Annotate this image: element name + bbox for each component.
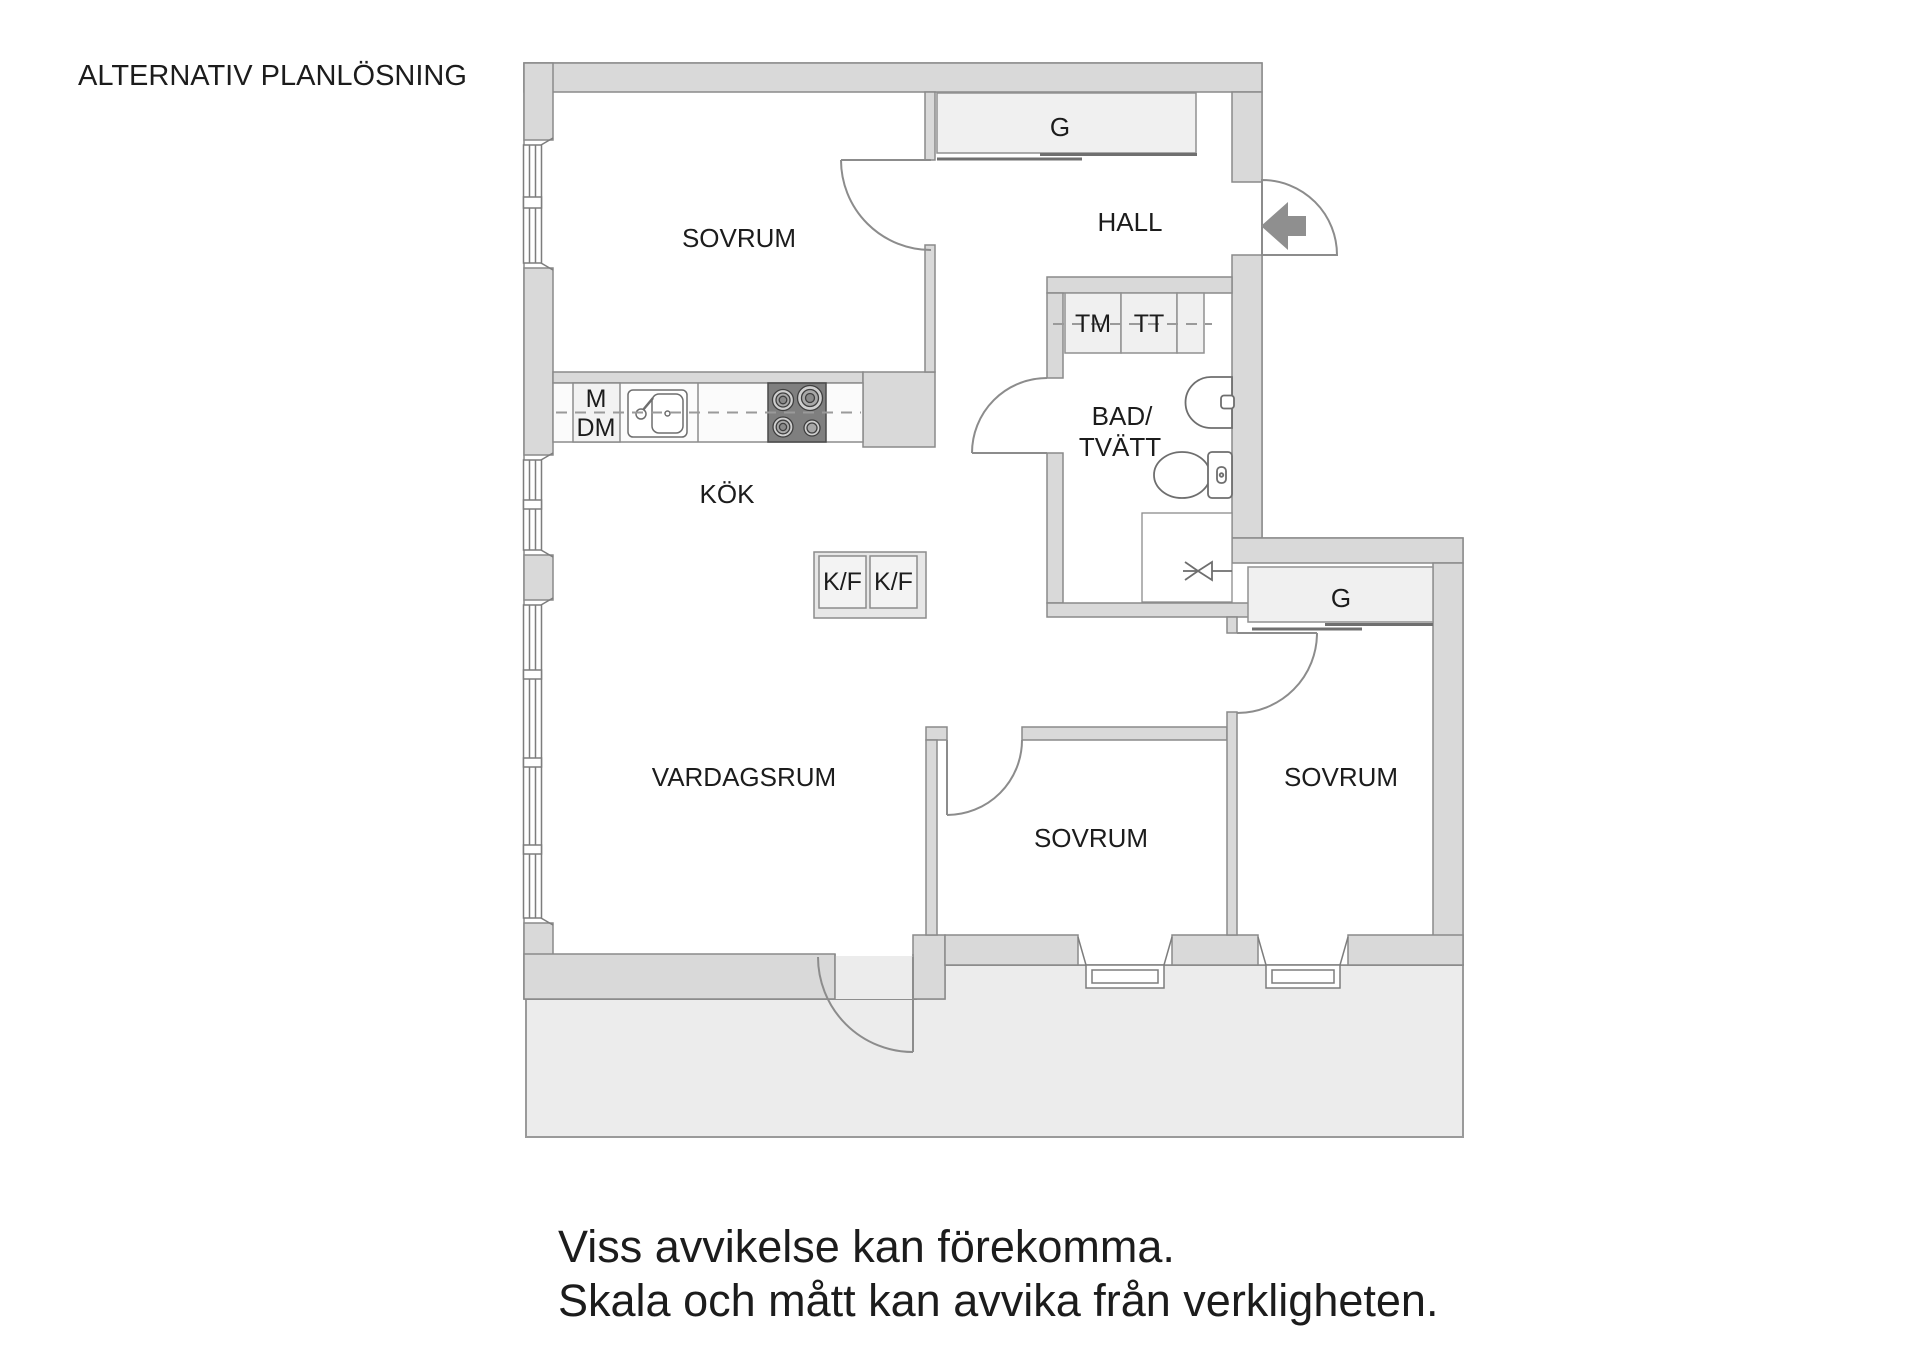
wall-sovrum-right-a [924, 91, 936, 161]
kf-box-right [869, 555, 918, 609]
wall-right-lower [1432, 562, 1464, 966]
wall-bottom-sovrum-1 [944, 934, 1079, 966]
wall-left-1 [523, 62, 554, 141]
page-title: ALTERNATIV PLANLÖSNING [78, 60, 467, 92]
closet-label-hall-g: G [1050, 112, 1070, 142]
window-rightsovrum-bottom [1257, 936, 1349, 989]
shower-area [1141, 512, 1233, 603]
sovrum-wardrobe-box [1247, 566, 1434, 623]
disclaimer-line1: Viss avvikelse kan förekomma. [558, 1221, 1175, 1272]
wall-midsovrum-top-stub [925, 726, 948, 741]
bottom-windows [1077, 936, 1349, 989]
wall-bath-top [1046, 276, 1233, 294]
stove-burners [771, 384, 824, 438]
room-label-sovrum-top: SOVRUM [682, 223, 796, 253]
wall-sovrum-bottom [552, 371, 864, 384]
appliance-label-dm: DM [577, 414, 616, 442]
wall-midsovrum-left [925, 739, 938, 936]
room-label-bad-line2: TVÄTT [1079, 432, 1161, 462]
appliance-label-tm: TM [1075, 310, 1111, 338]
stove [767, 382, 827, 443]
wall-bottom-vardagsrum [523, 953, 836, 1000]
labels: ALTERNATIV PLANLÖSNING SOVRUM HALL G TM … [78, 60, 1438, 1326]
wall-rightsovrum-left [1226, 711, 1238, 936]
wall-bottom-step-block [912, 934, 946, 1000]
wall-step [1231, 537, 1464, 564]
appliance-label-kf-left: K/F [823, 568, 862, 596]
window-sovrum-left [522, 137, 554, 271]
closets [936, 92, 1434, 631]
appliance-label-m: M [586, 385, 607, 413]
window-kok-left [522, 452, 554, 558]
wall-bottom-sovrum-3 [1347, 934, 1464, 966]
appliance-label-kf-right: K/F [874, 568, 913, 596]
wall-sovrum-right-b [924, 244, 936, 373]
room-label-sovrum-mid: SOVRUM [1034, 823, 1148, 853]
door-bathroom [971, 377, 1048, 454]
door-sovrum-right [1236, 632, 1318, 714]
room-label-vardagsrum: VARDAGSRUM [652, 762, 836, 792]
wall-kitchen-corridor-block [862, 371, 936, 448]
room-label-hall: HALL [1097, 207, 1162, 237]
building-footprint [523, 62, 1464, 1000]
door-sovrum-mid [946, 739, 1023, 816]
wall-top [523, 62, 1263, 93]
toilet [1153, 451, 1233, 499]
wall-bath-bottom [1046, 602, 1263, 618]
shower [1141, 512, 1233, 603]
wall-midsovrum-top [1021, 726, 1228, 741]
wall-right-upper-2 [1231, 254, 1263, 539]
wall-hall-stub [1226, 616, 1238, 634]
closet-label-sovrum-g: G [1331, 583, 1351, 613]
fridge-freezer-unit [813, 551, 927, 619]
door-balcony [817, 954, 914, 1053]
left-windows [522, 137, 554, 926]
room-label-kok: KÖK [700, 479, 756, 509]
wall-left-2 [523, 267, 554, 456]
bathroom-sink [1184, 376, 1235, 429]
entrance-arrow-icon [1261, 202, 1306, 250]
wall-bottom-sovrum-2 [1171, 934, 1259, 966]
disclaimer-line2: Skala och mått kan avvika från verklighe… [558, 1275, 1438, 1326]
kf-box-left [818, 555, 867, 609]
kitchen [552, 382, 927, 619]
room-label-sovrum-right: SOVRUM [1284, 762, 1398, 792]
outer-walls [523, 62, 1464, 1000]
window-midsovrum-bottom [1077, 936, 1173, 989]
wall-right-upper-1 [1231, 91, 1263, 183]
interior-walls [552, 91, 1263, 936]
bathroom [1053, 292, 1235, 603]
wall-bath-left-a [1046, 292, 1064, 379]
kitchen-sink [627, 389, 688, 438]
door-sovrum-top [840, 159, 932, 251]
appliance-label-tt: TT [1134, 310, 1165, 338]
room-label-bad-line1: BAD/ [1092, 401, 1153, 431]
wall-left-3 [523, 554, 554, 601]
shower-head-icon [1183, 560, 1232, 582]
window-vardagsrum-left [522, 597, 554, 926]
wall-bath-left-b [1046, 452, 1064, 604]
